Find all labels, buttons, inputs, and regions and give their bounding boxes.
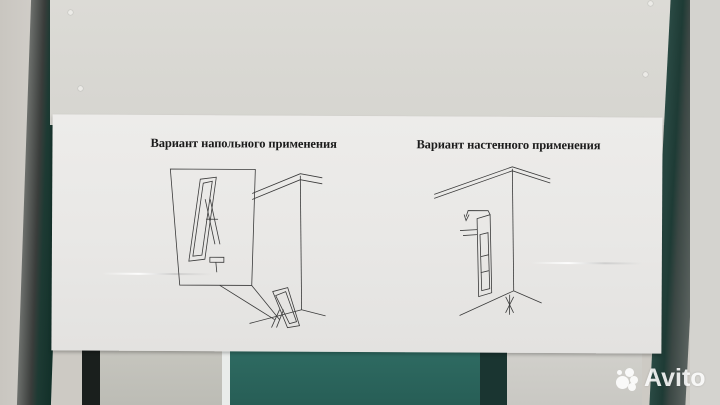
avito-label: Avito	[644, 364, 706, 392]
floor-variant-title: Вариант напольного применения	[150, 135, 337, 151]
floor-mirror-diagram-icon	[169, 168, 326, 329]
screw	[78, 86, 83, 91]
avito-logo-icon	[614, 366, 640, 392]
screw	[643, 72, 648, 77]
wall-mirror-diagram-icon	[434, 166, 551, 316]
wall-variant-title: Вариант настенного применения	[416, 137, 601, 153]
wall-right	[690, 0, 720, 405]
panel-top	[50, 0, 670, 125]
gray-panel	[507, 345, 642, 405]
teal-panel	[230, 345, 505, 405]
dark-gap	[82, 345, 104, 405]
avito-watermark: Avito	[614, 364, 706, 393]
white-strip	[222, 345, 230, 405]
dark-gap	[480, 345, 507, 405]
gray-panel	[100, 345, 228, 405]
screw	[68, 10, 73, 15]
instruction-sheet: Вариант напольного применения Вариант на…	[51, 114, 663, 354]
screw	[648, 1, 653, 6]
